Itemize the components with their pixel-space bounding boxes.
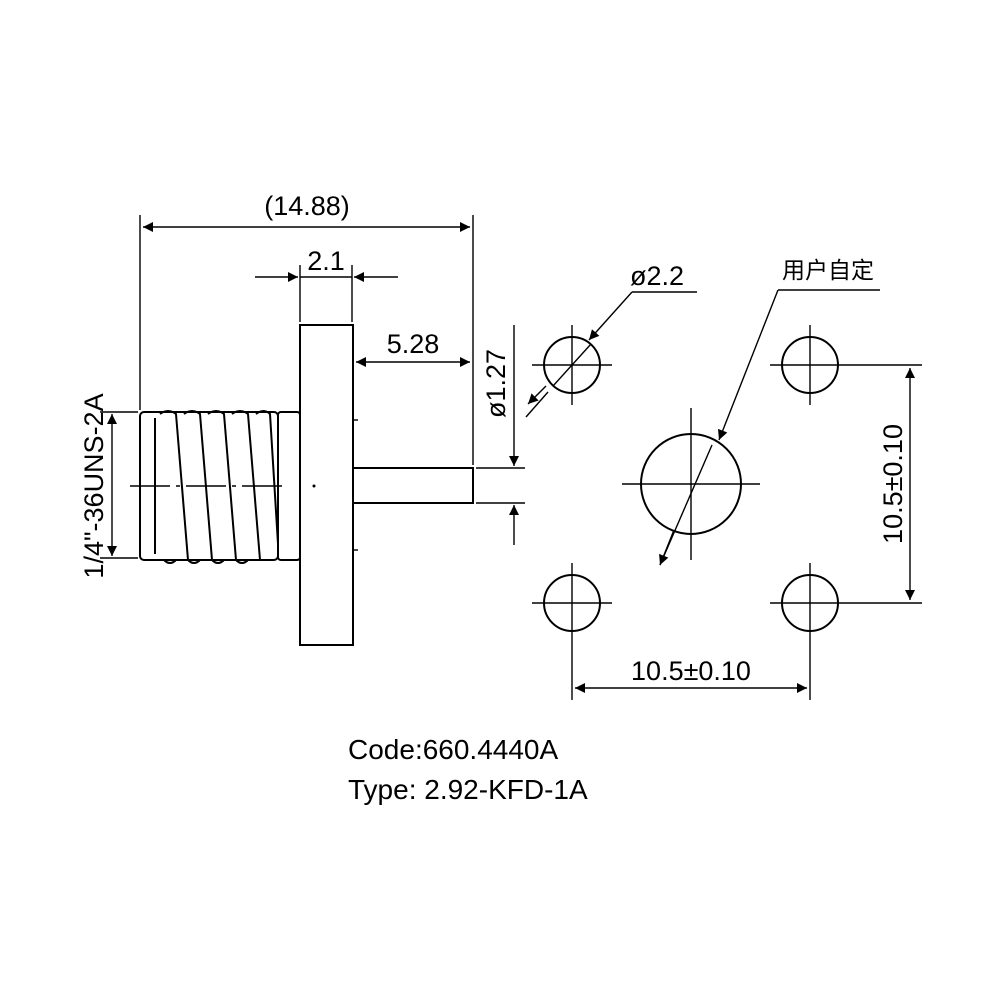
dim-thread: 1/4"-36UNS-2A [79,393,138,579]
mounting-hole-top-right [770,325,850,405]
mounting-hole-bottom-right [770,563,850,643]
mounting-hole-bottom-left [532,563,612,643]
dim-hole-diameter: ø2.2 [525,261,697,418]
flange [299,324,354,646]
pin [352,467,474,504]
dim-flange-thickness: 2.1 [255,246,398,322]
hole-spacing-horizontal-label: 10.5±0.10 [631,656,751,686]
dim-pin-length: 5.28 [356,329,470,367]
pin-diameter-label: ø1.27 [481,349,511,418]
center-hole-note-label: 用户自定 [782,258,874,284]
dim-hole-spacing-vertical: 10.5±0.10 [850,364,922,604]
thread-crests [159,410,279,564]
dim-hole-spacing-horizontal: 10.5±0.10 [571,643,811,700]
hole-diameter-label: ø2.2 [630,261,684,291]
hole-spacing-vertical-label: 10.5±0.10 [878,424,908,544]
overall-length-label: (14.88) [264,191,350,221]
side-view [130,324,474,646]
flange-thickness-label: 2.1 [307,246,345,276]
product-code: Code:660.4440A [348,734,559,765]
dim-pin-diameter: ø1.27 [476,325,525,545]
thread-spec-label: 1/4"-36UNS-2A [79,393,109,578]
center-hole [622,408,760,560]
dim-center-hole-note: 用户自定 [659,258,880,566]
product-type: Type: 2.92-KFD-1A [348,774,588,805]
dim-overall-length: (14.88) [139,191,474,465]
front-view [532,325,850,643]
pin-length-label: 5.28 [387,329,440,359]
